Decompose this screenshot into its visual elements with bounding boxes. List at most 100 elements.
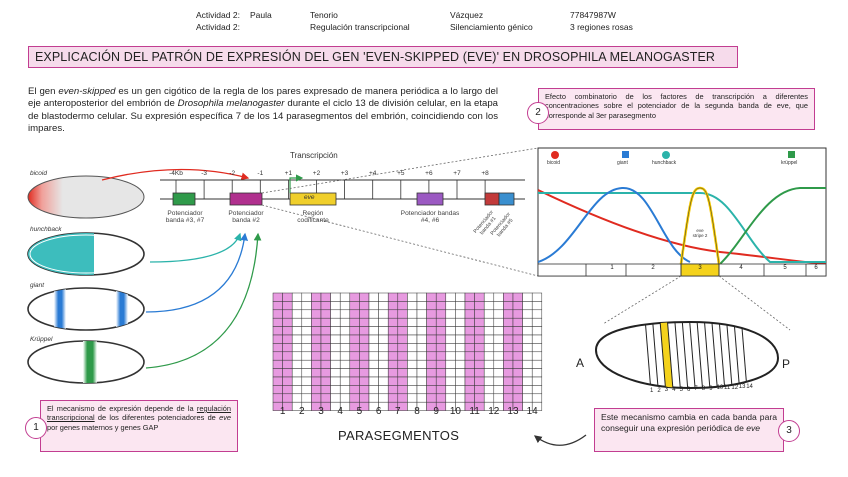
transcription-arrow <box>289 174 304 193</box>
grid-cell <box>474 309 485 319</box>
grid-cell <box>455 301 466 311</box>
ap-stripe <box>740 322 748 388</box>
header-regions: 3 regiones rosas <box>570 22 633 32</box>
grid-cell <box>464 393 475 403</box>
grid-cell <box>474 368 485 378</box>
ap-segment-number: 7 <box>694 386 698 393</box>
grid-cell <box>416 309 427 319</box>
grid-cell <box>503 326 514 336</box>
grid-cell <box>349 292 360 302</box>
grid-cell <box>320 292 331 302</box>
grid-cell <box>397 359 408 369</box>
embryo-label-bicoid: bicoid <box>30 170 47 177</box>
grid-cell <box>339 385 351 395</box>
grid-cell <box>416 334 427 344</box>
grid-cell <box>378 301 389 311</box>
grid-cell <box>339 317 351 327</box>
grid-cell <box>407 301 418 311</box>
grid-cell <box>512 309 523 319</box>
ap-segment-number: 12 <box>731 384 739 391</box>
grid-cell <box>320 351 331 361</box>
grid-cell <box>301 343 312 353</box>
grid-cell <box>349 351 360 361</box>
grid-cell <box>493 351 504 361</box>
grid-cell <box>503 301 514 311</box>
grid-cell <box>301 351 312 361</box>
grid-cell <box>407 385 418 395</box>
parasegment-number: 2 <box>299 406 305 417</box>
grid-cell <box>426 292 437 302</box>
grid-cell <box>493 334 504 344</box>
grid-cell <box>301 376 312 386</box>
grid-cell <box>378 385 389 395</box>
grid-cell <box>368 309 379 319</box>
grid-cell <box>407 359 418 369</box>
grid-cell <box>445 309 456 319</box>
grid-cell <box>522 393 533 403</box>
grid-cell <box>512 292 523 302</box>
eve-label: eve <box>304 194 315 201</box>
grid-cell <box>483 359 495 369</box>
regulation-link[interactable]: regulación transcripcional <box>47 404 231 423</box>
grid-cell <box>435 368 447 378</box>
grid-cell <box>455 393 466 403</box>
parasegment-number: 11 <box>469 406 480 417</box>
grid-cell <box>407 368 418 378</box>
grid-cell <box>455 292 466 302</box>
ap-stripe <box>696 322 704 388</box>
grid-cell <box>378 317 389 327</box>
grid-cell <box>349 343 360 353</box>
bicoid-arrow <box>101 168 250 181</box>
ap-stripe <box>711 322 719 388</box>
grid-cell <box>301 334 312 344</box>
grid-cell <box>474 334 485 344</box>
header-topic-2: Regulación transcripcional <box>310 22 410 32</box>
grid-cell <box>531 317 543 327</box>
grid-cell <box>368 326 379 336</box>
grid-cell <box>455 359 466 369</box>
ap-stripe <box>725 322 733 388</box>
parasegment-number: 13 <box>507 406 519 417</box>
grid-cell <box>282 385 293 395</box>
legend-kruppel: krüppel <box>781 160 798 166</box>
grid-cell <box>493 385 504 395</box>
grid-cell <box>272 376 283 386</box>
grid-cell <box>339 301 351 311</box>
legend-hunchback-marker <box>662 151 670 159</box>
grid-cell <box>311 393 322 403</box>
grid-cell <box>416 317 427 327</box>
parasegment-number: 6 <box>375 406 382 417</box>
parasegment-number: 10 <box>449 406 461 417</box>
grid-cell <box>426 309 437 319</box>
grid-cell <box>272 326 283 336</box>
ap-stripe <box>644 322 652 388</box>
grid-cell <box>435 326 447 336</box>
gene-tick-label: +8 <box>481 170 489 177</box>
grid-cell <box>493 309 504 319</box>
grid-cell <box>522 343 533 353</box>
grid-cell <box>291 368 303 378</box>
grid-cell <box>483 292 495 302</box>
grid-cell <box>483 343 495 353</box>
grid-cell <box>349 334 360 344</box>
bicoid-curve <box>538 189 826 264</box>
grid-cell <box>330 376 341 386</box>
grid-cell <box>282 368 293 378</box>
grid-cell <box>464 326 475 336</box>
embryo-label-hunchback: hunchback <box>30 226 62 233</box>
parasegment-number: 8 <box>414 406 420 417</box>
grid-cell <box>311 343 322 353</box>
grid-cell <box>416 351 427 361</box>
gene-tick-label: +4 <box>368 170 377 177</box>
ap-stripe <box>703 322 711 388</box>
legend-bicoid-marker <box>551 151 559 159</box>
parasegment-number: 3 <box>318 406 324 417</box>
grid-cell <box>320 326 331 336</box>
grid-cell <box>320 334 331 344</box>
parasegment-number: 12 <box>488 406 500 417</box>
grid-cell <box>531 351 543 361</box>
grid-cell <box>483 334 495 344</box>
grid-cell <box>474 393 485 403</box>
grid-cell <box>330 292 341 302</box>
